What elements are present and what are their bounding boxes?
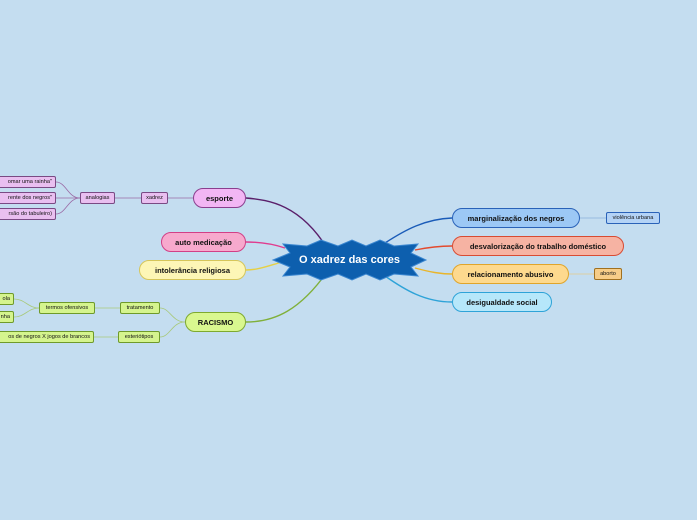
subtopic-tratamento[interactable]: tratamento — [120, 302, 160, 314]
subtopic-esteriotipos[interactable]: esteriótipos — [118, 331, 160, 343]
topic-auto-medicacao[interactable]: auto medicação — [161, 232, 246, 252]
topic-marginalizacao[interactable]: marginalização dos negros — [452, 208, 580, 228]
subtopic-violencia-urbana[interactable]: violência urbana — [606, 212, 660, 224]
subtopic-aborto[interactable]: aborto — [594, 268, 622, 280]
connector-racismo-leaf-1 — [13, 298, 40, 309]
topic-intolerancia-religiosa[interactable]: intolerância religiosa — [139, 260, 246, 280]
topic-desigualdade-social[interactable]: desigualdade social — [452, 292, 552, 312]
subtopic-analogias[interactable]: analogias — [80, 192, 115, 204]
topic-desvalorizacao[interactable]: desvalorização do trabalho doméstico — [452, 236, 624, 256]
subtopic-xadrez[interactable]: xadrez — [141, 192, 168, 204]
leaf-jogos[interactable]: os de negros X jogos de brancos — [0, 331, 94, 343]
connector-esporte-leaf-1 — [55, 181, 81, 199]
connector-racismo-leaf-2 — [13, 307, 40, 318]
connector-esporte — [245, 197, 328, 249]
center-star-shape — [271, 239, 428, 281]
topic-relacionamento-abusivo[interactable]: relacionamento abusivo — [452, 264, 569, 284]
connector-intolerancia — [245, 261, 283, 271]
connector-desigualdade — [384, 275, 453, 303]
leaf-esporte-1[interactable]: omar uma rainha" — [0, 176, 56, 188]
connector-auto-medicacao — [245, 241, 286, 249]
leaf-esporte-2[interactable]: rente dos negros" — [0, 192, 56, 204]
leaf-racismo-1[interactable]: ola — [0, 293, 14, 305]
subtopic-termos-ofensivos[interactable]: termos ofensivos — [39, 302, 95, 314]
topic-racismo[interactable]: RACISMO — [185, 312, 246, 332]
connector-tratamento — [159, 307, 186, 323]
connector-desvalorizacao — [414, 245, 453, 251]
leaf-racismo-2[interactable]: nha — [0, 311, 14, 323]
leaf-esporte-3[interactable]: rsão do tabuleiro) — [0, 208, 56, 220]
connector-racismo — [245, 271, 328, 323]
topic-esporte[interactable]: esporte — [193, 188, 246, 208]
central-topic[interactable]: O xadrez das cores — [299, 254, 400, 266]
connector-esteriotipos — [159, 321, 186, 338]
connector-esporte-leaf-3 — [55, 197, 81, 215]
connector-marginalizacao — [384, 217, 453, 244]
connector-relacionamento — [414, 267, 453, 275]
